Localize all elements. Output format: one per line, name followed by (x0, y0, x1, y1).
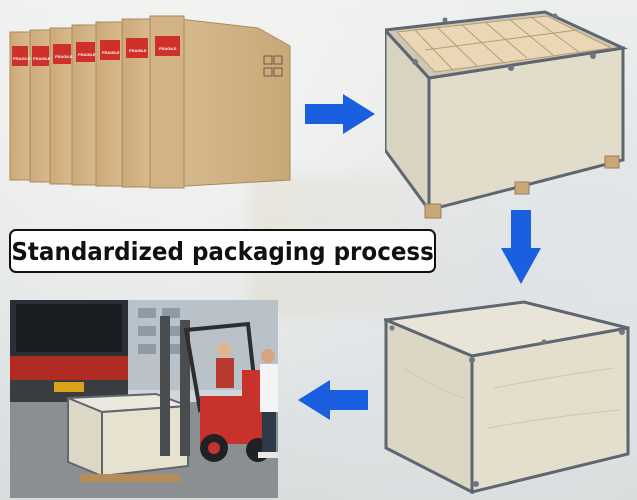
closed-crate-illustration (384, 300, 630, 494)
box-label: FRAGILE (78, 52, 96, 57)
box-label: FRAGILE (55, 54, 73, 59)
box-label: FRAGILE (33, 56, 51, 61)
photo-forklift-loading (10, 300, 278, 498)
open-crate-illustration (385, 10, 629, 219)
arrow-left-icon (296, 378, 370, 422)
box-label: FRAGILE (129, 48, 147, 53)
arrow-down-icon (499, 208, 543, 286)
box-label: FRAGILE (159, 46, 177, 51)
cardboard-boxes-illustration: FRAGILE FRAGILE FRAGILE FRAGILE FRAGILE … (9, 15, 291, 189)
process-title-box: Standardized packaging process (9, 229, 436, 273)
process-title: Standardized packaging process (11, 236, 434, 266)
photo-open-plywood-crate (385, 10, 630, 220)
box-label: FRAGILE (13, 56, 31, 61)
forklift-loading-illustration (10, 300, 278, 498)
arrow-right-icon (303, 92, 377, 136)
box-label: FRAGILE (102, 50, 120, 55)
photo-cardboard-boxes: FRAGILE FRAGILE FRAGILE FRAGILE FRAGILE … (8, 10, 298, 192)
photo-closed-plywood-crate (384, 298, 632, 494)
